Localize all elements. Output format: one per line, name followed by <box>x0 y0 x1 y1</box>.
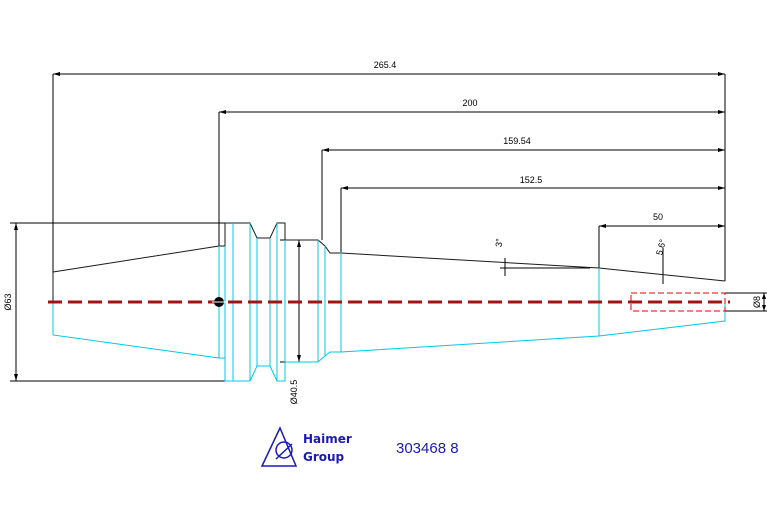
dim-diameter-40: Ø40.5 <box>289 380 299 405</box>
dim-diameter-63: Ø63 <box>3 293 13 310</box>
dim-152: 152.5 <box>520 175 543 185</box>
logo-line-1: Haimer <box>303 432 352 446</box>
dim-angle-5: 5.6° <box>654 238 668 257</box>
dim-diameter-8: Ø8 <box>752 296 762 308</box>
dim-angle-3: 3° <box>494 238 505 248</box>
part-number: 303468 8 <box>396 440 459 457</box>
dimension-arrows <box>14 72 766 381</box>
part-outline-upper <box>52 222 726 302</box>
haimer-logo <box>260 426 298 467</box>
hidden-bore <box>630 292 726 312</box>
dim-265: 265.4 <box>374 60 397 70</box>
dimension-lines <box>10 73 767 382</box>
dim-200: 200 <box>462 98 477 108</box>
dim-50: 50 <box>653 212 663 222</box>
gauge-point-marker <box>212 297 226 307</box>
logo-line-2: Group <box>303 450 345 464</box>
dim-159: 159.54 <box>503 136 531 146</box>
